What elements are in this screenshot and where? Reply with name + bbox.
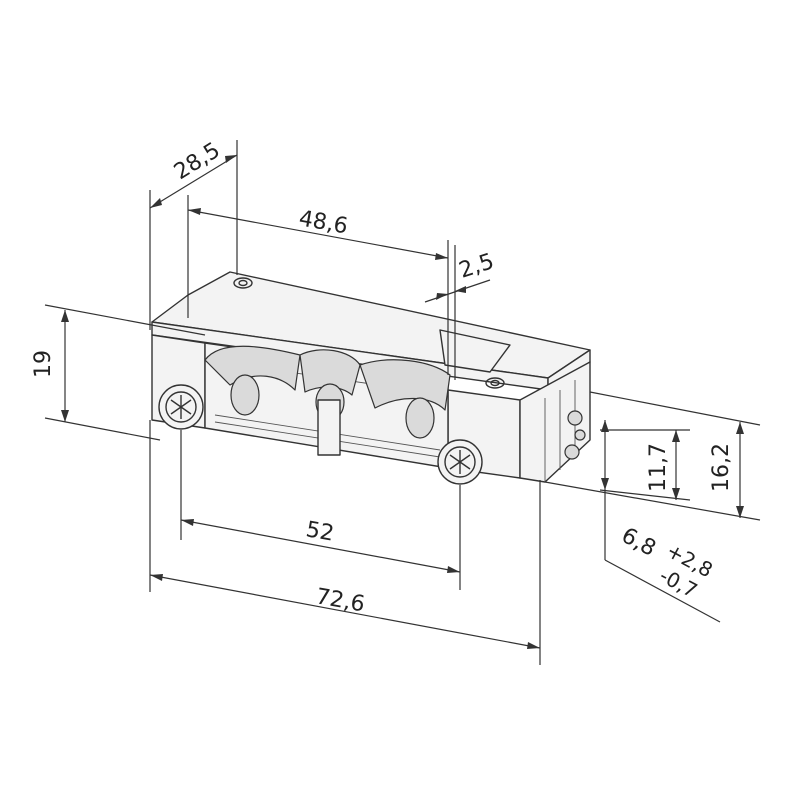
latch-middle (299, 349, 361, 396)
screw-left-icon (158, 384, 204, 430)
dim-overall-length: 72,6 (314, 584, 367, 617)
mount-hole-right-icon (485, 377, 505, 389)
dim-height-left: 19 (31, 350, 56, 378)
dim-inner-length: 48,6 (297, 206, 350, 239)
latch-right (359, 359, 451, 411)
screw-right-icon (437, 439, 483, 485)
roller-1 (230, 374, 260, 416)
dim-tolerance-main: 6,8 (617, 523, 660, 562)
terminal-screw-1 (567, 410, 583, 426)
dim-height-11: 11,7 (646, 443, 671, 492)
dim-offset: 2,5 (456, 249, 497, 284)
mount-hole-left-icon (233, 277, 253, 289)
roller-3 (405, 397, 435, 439)
strike-body (151, 271, 591, 485)
spring-lever (317, 399, 341, 456)
terminal-screw-3 (574, 429, 586, 441)
latch-cover (439, 329, 511, 373)
dim-screw-spacing: 52 (304, 517, 336, 546)
dim-height-16: 16,2 (709, 443, 734, 492)
dim-depth-top: 28,5 (170, 138, 225, 185)
dimension-lines (44, 140, 761, 665)
terminal-screw-2 (564, 444, 580, 460)
